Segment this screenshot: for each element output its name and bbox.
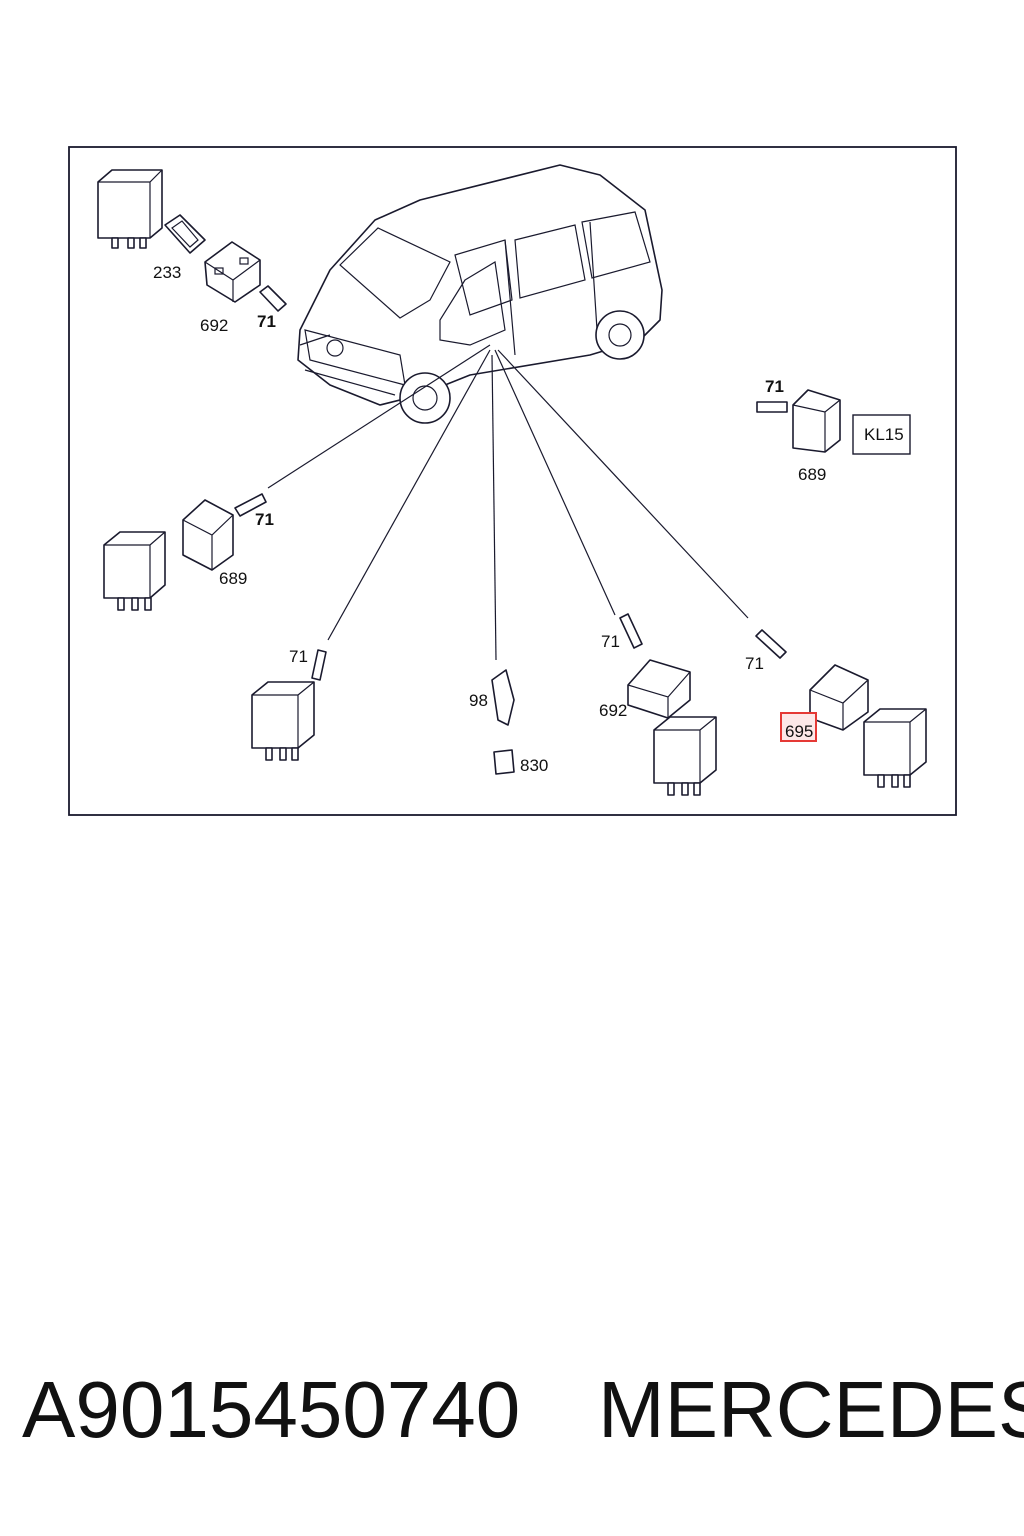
- label-692-lower-mid: 692: [599, 701, 627, 720]
- label-71-right: 71: [765, 377, 784, 396]
- part-number: A9015450740: [22, 1365, 521, 1454]
- label-71-left: 71: [255, 510, 274, 529]
- label-689-left: 689: [219, 569, 247, 588]
- relay-socket-233: [164, 214, 206, 254]
- label-233: 233: [153, 263, 181, 282]
- relay-lower-left: [251, 681, 315, 761]
- holder-689-right: [792, 389, 841, 453]
- label-98: 98: [469, 691, 488, 710]
- holder-692-top: [204, 241, 261, 303]
- relay-top-left: [97, 169, 163, 249]
- label-689-right: 689: [798, 465, 826, 484]
- label-71-lower-left: 71: [289, 647, 308, 666]
- fuse-holder-98: [491, 669, 515, 726]
- relay-lower-mid: [653, 716, 717, 796]
- connector-71-right: [756, 401, 788, 413]
- connector-71-top: [259, 285, 287, 312]
- leader-lines: [267, 344, 749, 661]
- brand-name: MERCEDES: [598, 1365, 1024, 1454]
- label-830: 830: [520, 756, 548, 775]
- highlight-box-695: [780, 712, 817, 742]
- label-695: 695: [785, 722, 813, 741]
- label-kl15: KL15: [864, 425, 904, 444]
- connector-71-lower-right: [755, 629, 787, 659]
- label-71-top: 71: [257, 312, 276, 331]
- van-illustration: [297, 164, 663, 424]
- fuse-830: [493, 749, 515, 775]
- connector-71-left: [234, 493, 267, 517]
- relay-lower-right: [863, 708, 927, 788]
- connector-71-lower-left: [311, 649, 327, 681]
- kl15-box: [852, 414, 911, 455]
- holder-692-lower-mid: [627, 659, 691, 719]
- label-71-lower-mid: 71: [601, 632, 620, 651]
- label-71-lower-right: 71: [745, 654, 764, 673]
- relay-left: [103, 531, 166, 611]
- holder-689-left: [182, 499, 234, 571]
- label-692-top: 692: [200, 316, 228, 335]
- connector-71-lower-mid: [619, 613, 643, 649]
